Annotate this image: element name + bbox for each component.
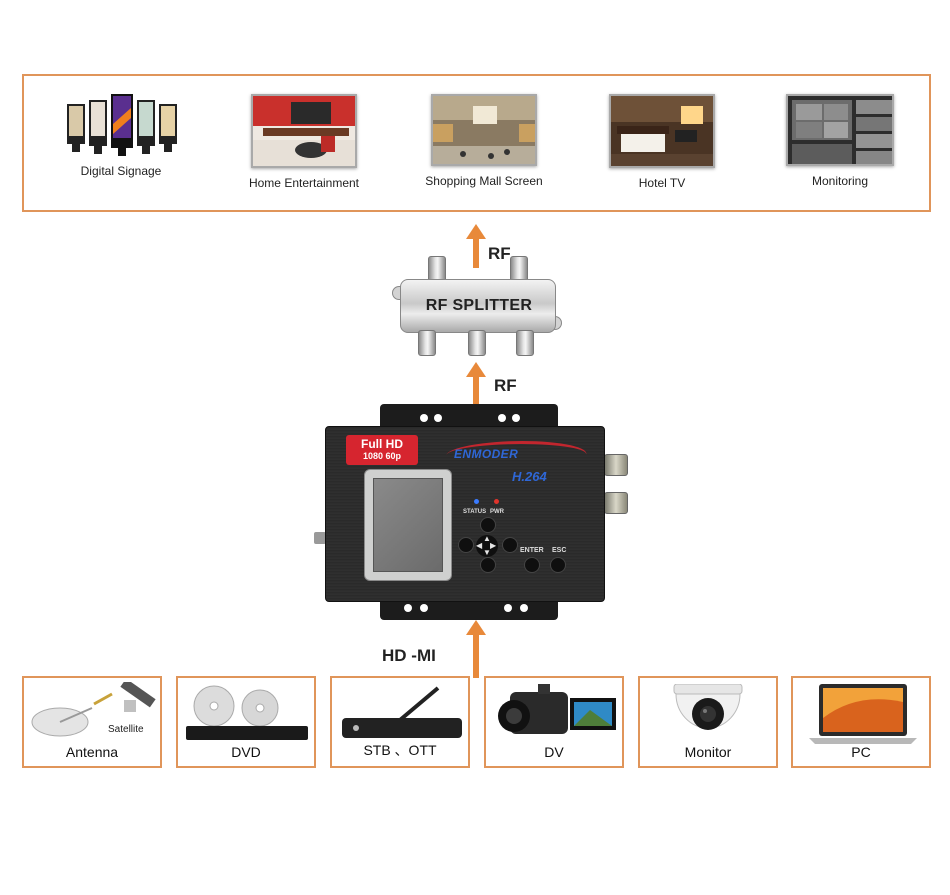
hdmi-label: HD -MI <box>382 646 436 665</box>
outputs-panel: Digital Signage Home Entertainment <box>22 74 931 212</box>
home-entertainment-picture <box>251 94 357 168</box>
output-shopping-mall: Shopping Mall Screen <box>409 94 559 188</box>
encoder-rf-port <box>604 492 628 514</box>
left-button[interactable] <box>458 537 474 553</box>
rf-label-middle: RF <box>494 376 517 395</box>
source-antenna: Satellite Antenna <box>22 676 162 768</box>
source-pc: PC <box>791 676 931 768</box>
source-label: PC <box>851 744 871 760</box>
enter-label: ENTER <box>520 547 544 554</box>
hotel-room-picture <box>609 94 715 168</box>
encoder-codec: H.264 <box>512 469 547 484</box>
up-button[interactable] <box>480 517 496 533</box>
source-label: DVD <box>231 744 261 760</box>
badge-line2: 1080 60p <box>362 451 402 461</box>
arrow-up-icon <box>466 620 486 678</box>
status-label: STATUS <box>463 509 487 515</box>
full-hd-badge: Full HD 1080 60p <box>346 435 418 465</box>
encoder-brand: ENMODER <box>454 447 519 461</box>
status-led <box>474 499 479 504</box>
arrow-up-icon <box>466 362 486 406</box>
satellite-antenna-picture <box>28 678 160 747</box>
encoder-device: Full HD 1080 60p ENMODER H.264 STATUS PW… <box>312 404 642 620</box>
source-label: Antenna <box>65 744 119 760</box>
output-home-entertainment: Home Entertainment <box>229 94 379 190</box>
arrow-up-icon <box>466 224 486 268</box>
esc-button[interactable] <box>550 557 566 573</box>
badge-line1: Full HD <box>361 437 403 451</box>
cctv-monitoring-picture <box>786 94 894 166</box>
output-label: Digital Signage <box>80 164 162 178</box>
output-label: Shopping Mall Screen <box>425 174 543 188</box>
satellite-label: Satellite <box>108 724 144 735</box>
laptop-picture <box>807 682 919 751</box>
encoder-body: Full HD 1080 60p ENMODER H.264 STATUS PW… <box>325 426 605 602</box>
splitter-port <box>468 330 486 356</box>
splitter-body: RF SPLITTER <box>400 279 556 333</box>
source-dvd: DVD <box>176 676 316 768</box>
dpad-arrows-icon: ▲◀ ▶▼ <box>476 534 498 557</box>
enter-button[interactable] <box>524 557 540 573</box>
power-led <box>494 499 499 504</box>
output-digital-signage: Digital Signage <box>46 94 196 178</box>
output-label: Hotel TV <box>638 176 686 190</box>
splitter-label: RF SPLITTER <box>425 297 533 314</box>
shopping-mall-picture <box>431 94 537 166</box>
output-hotel-tv: Hotel TV <box>587 94 737 190</box>
splitter-port <box>418 330 436 356</box>
rf-splitter: RF SPLITTER <box>392 254 564 358</box>
output-label: Home Entertainment <box>248 176 360 190</box>
camcorder-picture <box>492 682 620 749</box>
power-label: PWR <box>490 509 504 515</box>
source-monitor: Monitor <box>638 676 778 768</box>
source-label: STB 、OTT <box>363 742 437 758</box>
security-camera-picture <box>668 683 748 749</box>
source-label: Monitor <box>684 744 732 760</box>
source-stb-ott: STB 、OTT <box>330 676 470 768</box>
encoder-side-port <box>314 532 326 544</box>
splitter-port <box>516 330 534 356</box>
source-dv: DV <box>484 676 624 768</box>
output-monitoring: Monitoring <box>765 94 915 188</box>
esc-label: ESC <box>552 547 567 554</box>
digital-signage-picture <box>63 94 179 156</box>
source-label: DV <box>544 744 564 760</box>
encoder-rf-port <box>604 454 628 476</box>
dvd-player-picture <box>184 682 310 749</box>
right-button[interactable] <box>502 537 518 553</box>
output-label: Monitoring <box>811 174 869 188</box>
encoder-lcd <box>364 469 452 581</box>
set-top-box-picture <box>340 684 464 745</box>
rf-label-top: RF <box>488 244 511 263</box>
down-button[interactable] <box>480 557 496 573</box>
